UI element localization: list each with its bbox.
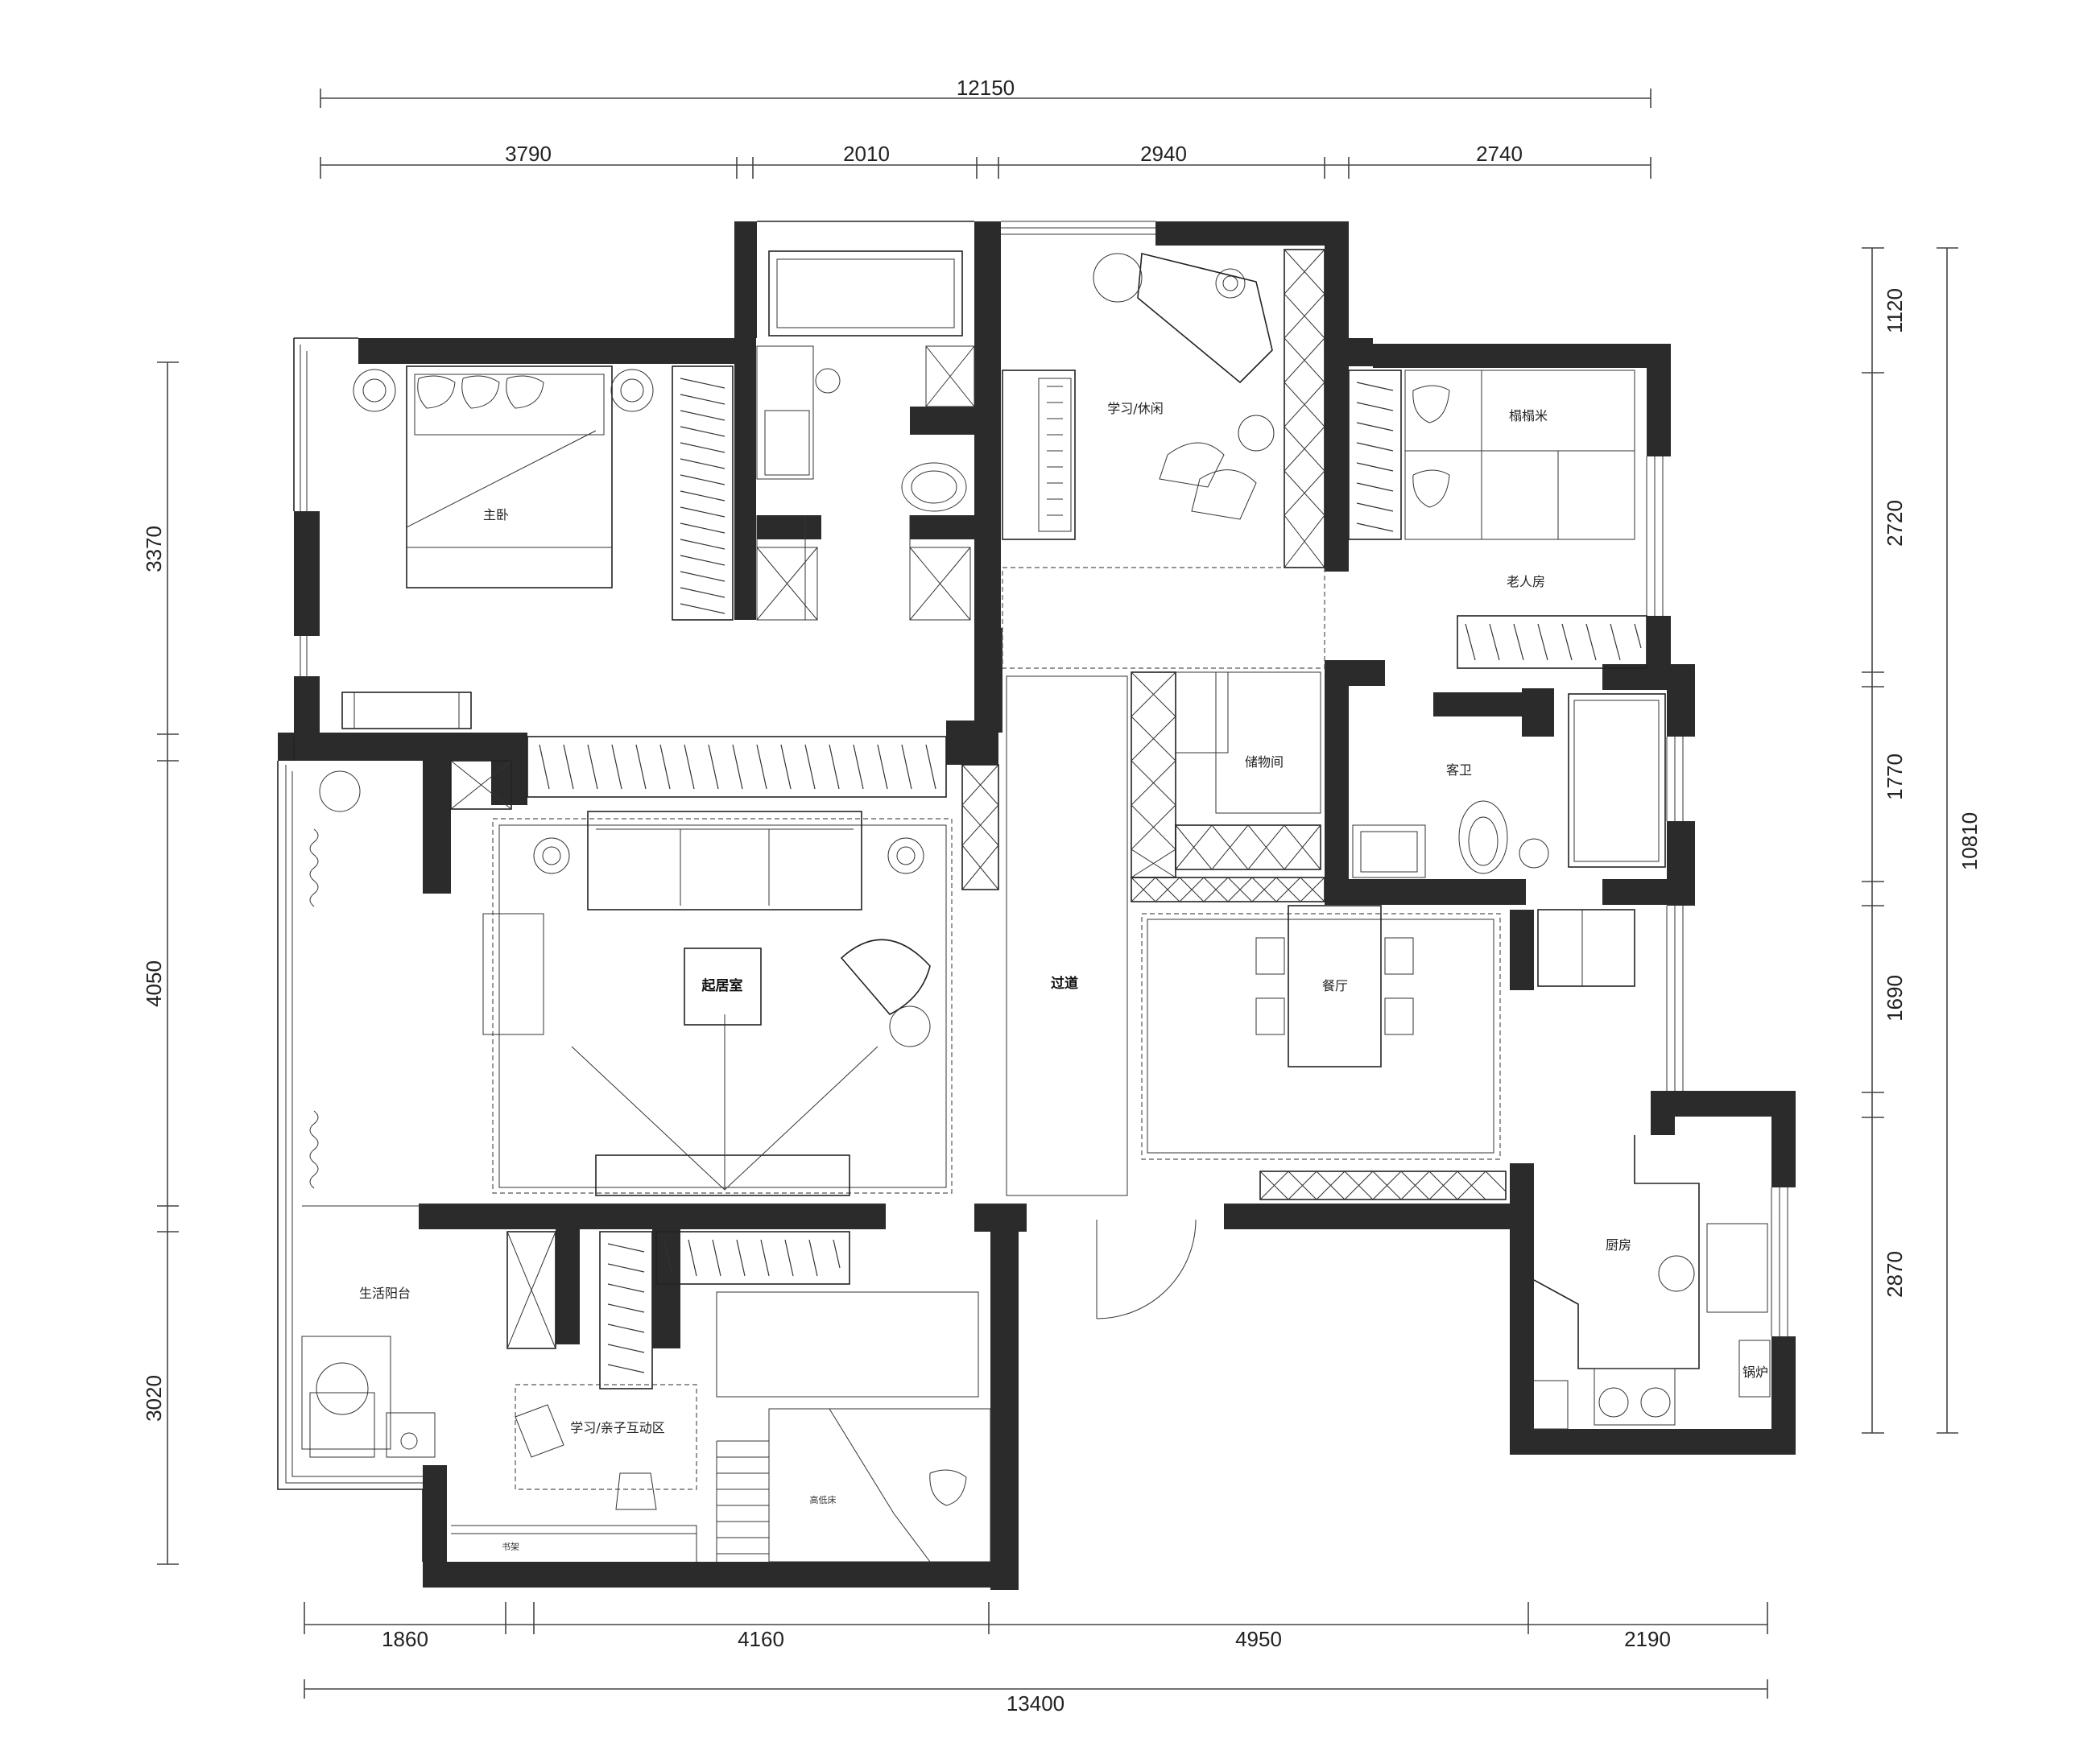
living-furniture bbox=[482, 811, 931, 1196]
dim-left-3: 3020 bbox=[142, 1375, 166, 1422]
label-storage: 储物间 bbox=[1245, 754, 1284, 770]
dim-right-4: 1690 bbox=[1883, 975, 1907, 1022]
label-tatami: 榻榻米 bbox=[1509, 408, 1548, 423]
tatami-furniture bbox=[1404, 370, 1635, 540]
master-bed bbox=[353, 365, 654, 588]
walls bbox=[278, 221, 1796, 1590]
label-utility-balcony: 生活阳台 bbox=[359, 1286, 411, 1301]
kitchen-furniture bbox=[1531, 909, 1771, 1430]
label-guest-bath: 客卫 bbox=[1446, 762, 1472, 778]
label-study-kids: 学习/亲子互动区 bbox=[570, 1420, 664, 1435]
dim-right-2: 2720 bbox=[1883, 500, 1907, 547]
dim-left-1: 3370 bbox=[142, 526, 166, 572]
label-kitchen: 厨房 bbox=[1606, 1237, 1631, 1253]
cabinets bbox=[341, 249, 1507, 1349]
dim-top-1: 3790 bbox=[505, 142, 552, 166]
dim-bottom-1: 1860 bbox=[382, 1627, 428, 1651]
dim-top-4: 2740 bbox=[1476, 142, 1523, 166]
bathroom-fixtures bbox=[756, 345, 1549, 878]
dim-top-2: 2010 bbox=[843, 142, 890, 166]
room-labels: 主卧 学习/休闲 榻榻米 老人房 储物间 客卫 起居室 过道 餐厅 厨房 生活阳… bbox=[359, 401, 1768, 1552]
label-bookshelf: 书架 bbox=[502, 1542, 519, 1552]
dim-top-3: 2940 bbox=[1140, 142, 1187, 166]
balcony-furniture bbox=[309, 770, 436, 1458]
label-dining: 餐厅 bbox=[1322, 978, 1348, 993]
dimension-lines bbox=[157, 89, 1958, 1699]
dim-bottom-4: 2190 bbox=[1624, 1627, 1671, 1651]
dim-top-total: 12150 bbox=[957, 76, 1015, 100]
kids-furniture bbox=[515, 1404, 967, 1510]
dim-bottom-2: 4160 bbox=[738, 1627, 784, 1651]
label-elder-room: 老人房 bbox=[1507, 574, 1545, 589]
dim-bottom-3: 4950 bbox=[1235, 1627, 1282, 1651]
wardrobes bbox=[527, 365, 1647, 1389]
label-corridor: 过道 bbox=[1051, 975, 1078, 992]
dim-bottom-total: 13400 bbox=[1007, 1691, 1064, 1716]
dim-right-3: 1770 bbox=[1883, 754, 1907, 800]
dim-right-1: 1120 bbox=[1883, 288, 1907, 333]
dim-left-2: 4050 bbox=[142, 960, 166, 1007]
outlines bbox=[277, 221, 1788, 1563]
label-loft-bed: 高低床 bbox=[810, 1494, 837, 1505]
dim-right-5: 2870 bbox=[1883, 1251, 1907, 1298]
dining-furniture bbox=[1255, 905, 1414, 1067]
label-boiler: 锅炉 bbox=[1742, 1365, 1768, 1380]
study-furniture bbox=[1002, 253, 1275, 540]
dim-right-total: 10810 bbox=[1957, 812, 1982, 870]
tile-areas bbox=[768, 250, 1666, 868]
label-master-bedroom: 主卧 bbox=[483, 507, 509, 522]
label-living-room: 起居室 bbox=[701, 977, 743, 994]
label-study-leisure: 学习/休闲 bbox=[1107, 401, 1163, 416]
